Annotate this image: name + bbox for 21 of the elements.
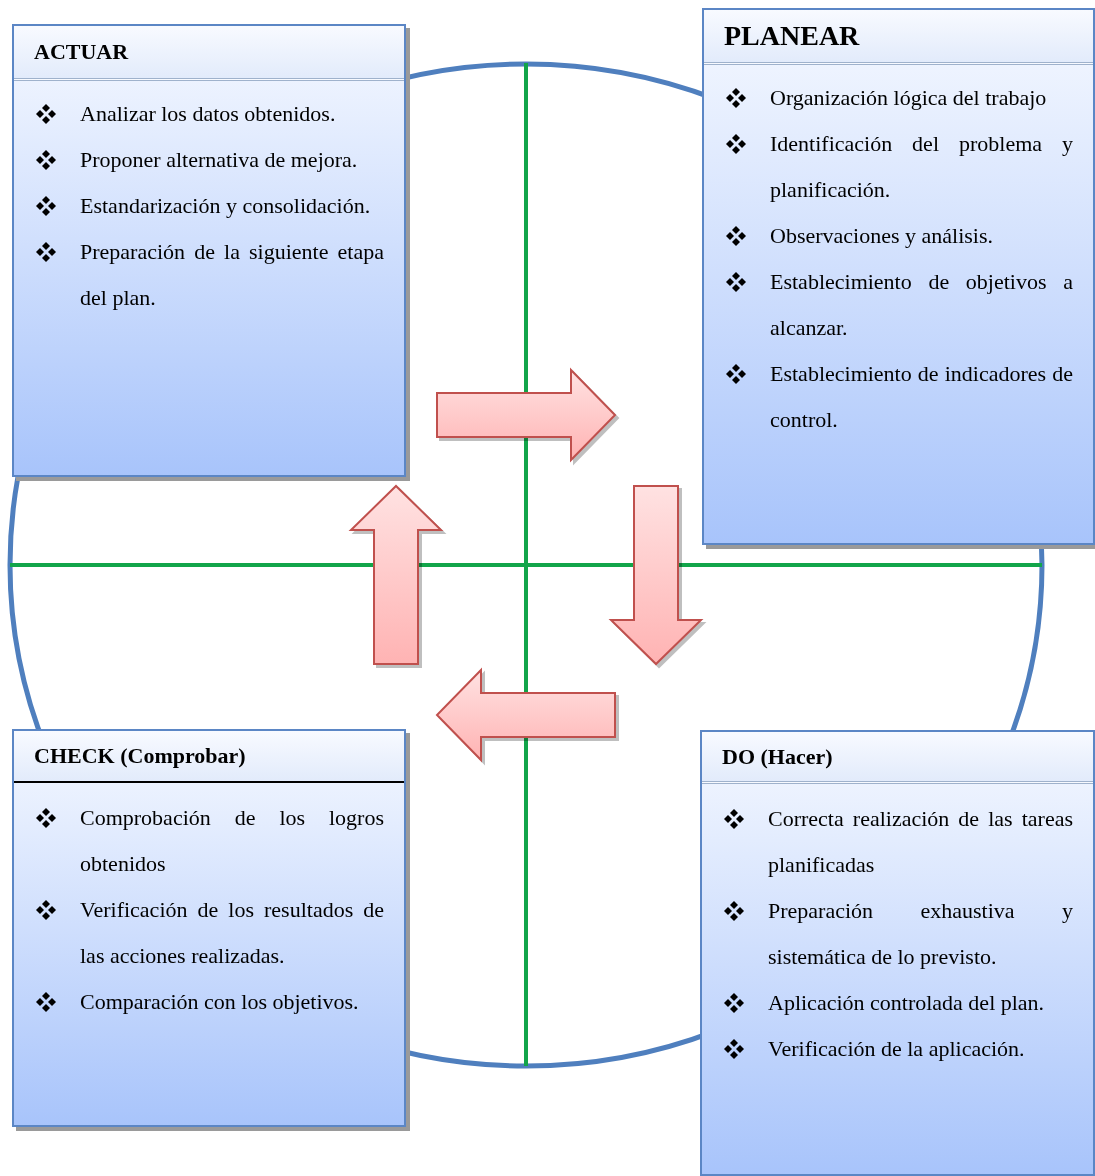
- bullet-text: Preparación de la siguiente etapa del plan.: [80, 238, 384, 312]
- block-arrow: [608, 485, 704, 666]
- block-arrow: [348, 484, 444, 665]
- bullet-text: Establecimiento de indicadores de control.: [770, 360, 1073, 434]
- bullet-text: Observaciones y análisis.: [770, 222, 994, 250]
- bullet-text: Preparación exhaustiva y sistemática de lo previsto.: [768, 897, 1073, 971]
- bullet-text: Verificación de la aplicación.: [768, 1035, 1026, 1063]
- process-box: [700, 730, 1095, 1176]
- bullet-text: Organización lógica del trabajo: [770, 84, 1048, 112]
- bullet-text: Establecimiento de objetivos a alcanzar.: [770, 268, 1073, 342]
- block-arrow: [436, 367, 617, 463]
- bullet-text: Aplicación controlada del plan.: [768, 989, 1046, 1017]
- block-arrow: [435, 667, 616, 763]
- bullet-text: Comparación con los objetivos.: [80, 988, 360, 1016]
- bullet-text: Identificación del problema y planificación.: [770, 130, 1073, 204]
- bullet-text: Comprobación de los logros obtenidos: [80, 804, 384, 878]
- bullet-text: Verificación de los resultados de las acciones realizadas.: [80, 896, 384, 970]
- bullet-text: Analizar los datos obtenidos.: [80, 100, 337, 128]
- bullet-text: Correcta realización de las tareas planificadas: [768, 805, 1073, 879]
- bullet-text: Proponer alternativa de mejora.: [80, 146, 359, 174]
- bullet-text: Estandarización y consolidación.: [80, 192, 372, 220]
